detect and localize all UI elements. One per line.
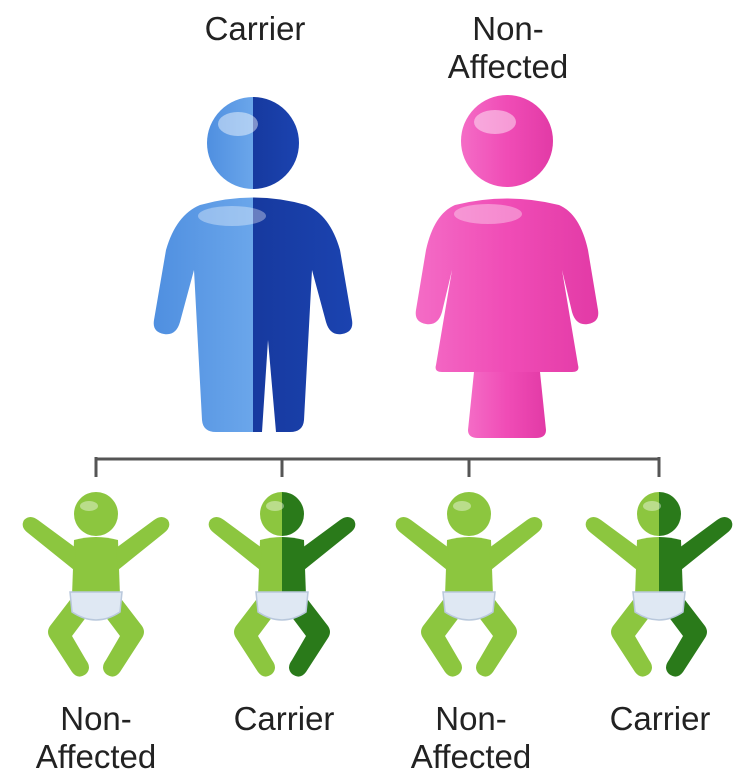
child-label-2: Carrier xyxy=(196,700,372,738)
diaper-2 xyxy=(256,592,308,620)
children-layer xyxy=(23,492,733,677)
father-figure xyxy=(154,97,353,432)
child-figure-4 xyxy=(586,492,733,677)
child-label-4: Carrier xyxy=(572,700,746,738)
father-label: Carrier xyxy=(160,10,350,48)
child-figure-2 xyxy=(209,492,356,677)
child-label-1: Non- Affected xyxy=(8,700,184,776)
mother-figure xyxy=(416,95,599,438)
diaper-1 xyxy=(70,592,122,620)
mother-label: Non- Affected xyxy=(410,10,606,86)
pedigree-connector xyxy=(96,457,659,477)
child-label-3: Non- Affected xyxy=(383,700,559,776)
diaper-4 xyxy=(633,592,685,620)
diaper-3 xyxy=(443,592,495,620)
child-figure-1 xyxy=(23,492,170,677)
child-figure-3 xyxy=(396,492,543,677)
